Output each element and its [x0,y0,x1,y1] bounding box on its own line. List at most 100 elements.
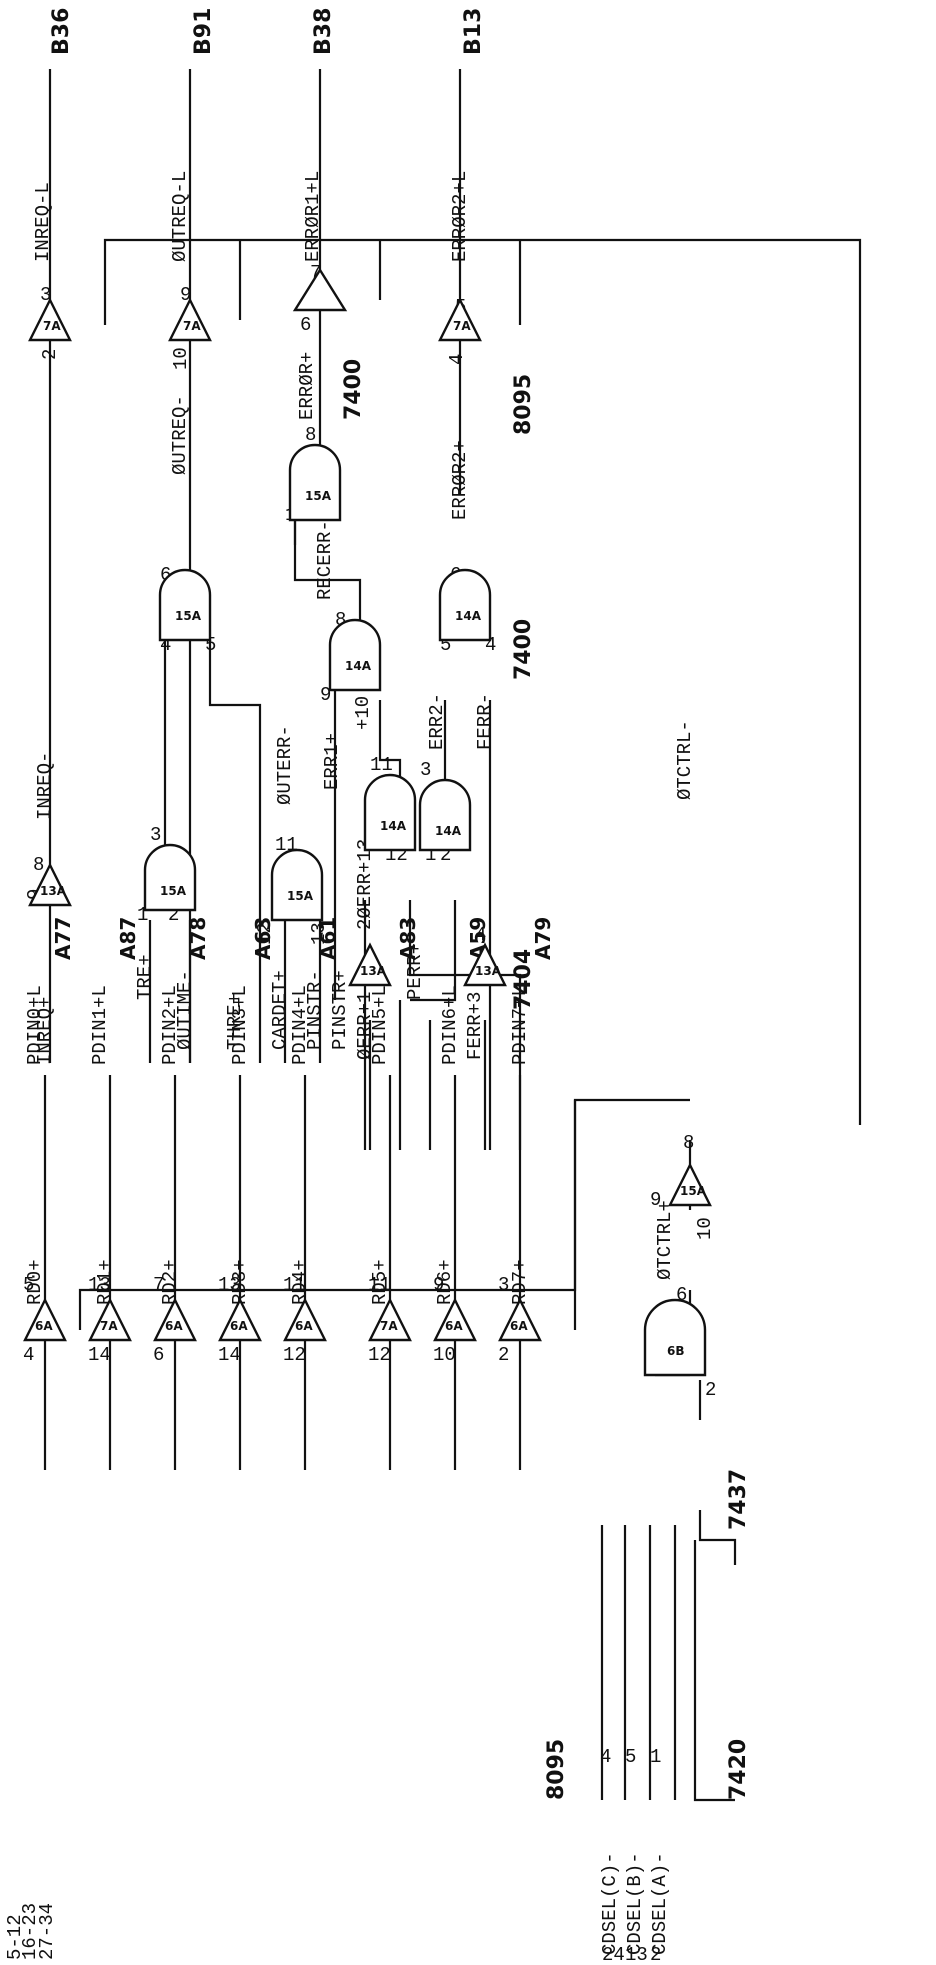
gate-label-13a-b: 13A [475,964,502,978]
bus-dest-7: A79 [531,917,555,960]
pin-1: 1 [425,844,436,866]
bus-dest-2: A78 [186,917,210,960]
bus-pin_out-2: 7 [153,1274,164,1296]
chip-7400-b: 7400 [511,619,536,680]
input-pinstr-minus: PINSTR- [304,970,326,1050]
dest-b36: B36 [49,8,74,55]
input-tre: TRE+ [134,954,156,1000]
nand-6b [643,1298,707,1377]
bus-gate-label-7: 6A [510,1319,528,1333]
buffer-15a-ot [668,1162,712,1207]
nand-14a-err2 [438,568,492,642]
net-errorp: ERRØR+ [296,352,318,420]
pin-15a-1: 1 [137,904,148,926]
pin-6-top: 6 [300,314,311,336]
pin-9: 9 [320,684,331,706]
cdsel-c: CDSEL(C)- [599,1852,621,1955]
bus-pin_out-7: 3 [498,1274,509,1296]
bus-pin_in-5: 12 [368,1344,391,1366]
chip-7400-a: 7400 [341,359,366,420]
bus-dest-3: A63 [251,917,275,960]
nand-14a-b [418,778,472,852]
bus-gates: 6A457A14136A676A14136A12117A12116A1096A2… [23,1075,542,1470]
net-err1: ERR1+ [321,733,343,790]
buffer-7a-inreq [28,297,72,342]
inverter-13a-a [348,942,392,987]
gate-label-14a-a: 14A [380,819,407,833]
chip-8095-a: 8095 [511,374,536,435]
bus-in-5: RD5+ [369,1259,391,1305]
output-label-error1: ERRØR1+L [302,171,324,262]
bus-out-4: PDIN4+L [289,985,311,1065]
nand-14a-a [363,773,417,852]
net-oerr13: 2ØERR+13 [354,839,376,930]
pin-13a-out: 8 [33,854,44,876]
gate-symbols: 7A 7A 7A 15A 15A 14A 14A 14A 14A 15A 15A… [28,267,712,1377]
bus-dest-5: A83 [396,917,420,960]
gate-label-7a-2: 7A [183,319,201,333]
nand-15a-outreq [158,568,212,642]
bus-pin_in-2: 6 [153,1344,164,1366]
pin-8: 8 [305,424,316,446]
bus-gate-label-5: 7A [380,1319,398,1333]
bus-out-5: PDIN5+L [369,985,391,1065]
bus-pin_in-7: 2 [498,1344,509,1366]
cdsel-a-num: 2 [650,1944,661,1965]
gate-label-14a-err2: 14A [455,609,482,623]
bus-pin_out-4: 11 [283,1274,306,1296]
input-pinstr-plus: PINSTR+ [329,970,351,1050]
nand-15a-top [288,443,342,522]
cdsel-a: CDSEL(A)- [649,1852,671,1955]
chip-7420: 7420 [726,1739,751,1800]
chip-7404: 7404 [511,949,536,1010]
pin-10-top: 10 [170,347,192,370]
net-ferr3: FERR+3 [464,992,486,1060]
pin-15a-12: 12 [254,922,276,945]
chip-7437: 7437 [726,1469,751,1530]
bus-pin_in-1: 14 [88,1344,111,1366]
nand-14a-mid [328,618,382,692]
range-0b: 16-23 [19,1903,41,1960]
gate-label-7a-1: 7A [43,319,61,333]
bus-pin_in-3: 14 [218,1344,241,1366]
output-label-outreq: ØUTREQ-L [169,171,191,262]
gate-label-15a-tre: 15A [160,884,187,898]
nand-15a-tre [143,843,197,912]
bus-gate-label-3: 6A [230,1319,248,1333]
buffer-error1 [292,267,348,312]
input-outime: ØUTIME- [174,970,196,1050]
cdsel-b-num: 13 [625,1944,648,1965]
dest-b13: B13 [461,8,486,55]
pin-15a-9: 9 [650,1189,661,1211]
pin-2: 2 [440,844,451,866]
input-inreq: INREQ+ [34,997,56,1065]
pin-15a-10: 10 [694,1217,716,1240]
gate-label-14a-mid: 14A [345,659,372,673]
gate-label-13a-top: 13A [40,884,67,898]
gate-label-15a-top: 15A [305,489,332,503]
net-perr: PERR+ [404,943,426,1000]
gate-label-15a-ot: 15A [680,1184,707,1198]
bus-gate-label-4: 6A [295,1319,313,1333]
bus-pin_out-1: 13 [88,1274,111,1296]
net-ferr: FERR- [474,693,496,750]
pin-6b-6: 6 [676,1284,687,1306]
gate-label-14a-b: 14A [435,824,462,838]
net-plus10: +10 [352,696,374,730]
bus-gate-label-1: 7A [100,1319,118,1333]
gate-label-6b: 6B [667,1344,685,1358]
pin-2-top: 2 [39,349,61,360]
nand-15a-card [270,848,324,922]
pin-15a-2: 2 [168,904,179,926]
pin-8b: 8 [335,609,346,631]
dest-b38: B38 [311,8,336,55]
bus-dest-0: A77 [51,917,75,960]
inverter-13a-b [463,942,507,987]
net-outreq: ØUTREQ- [169,395,191,475]
bus-out-6: PDIN6+L [439,985,461,1065]
pin-7-top: 7 [310,262,321,284]
dest-b91: B91 [191,8,216,55]
cdsel-a-pin: 1 [650,1746,661,1768]
gate-label-7a-4: 7A [453,319,471,333]
